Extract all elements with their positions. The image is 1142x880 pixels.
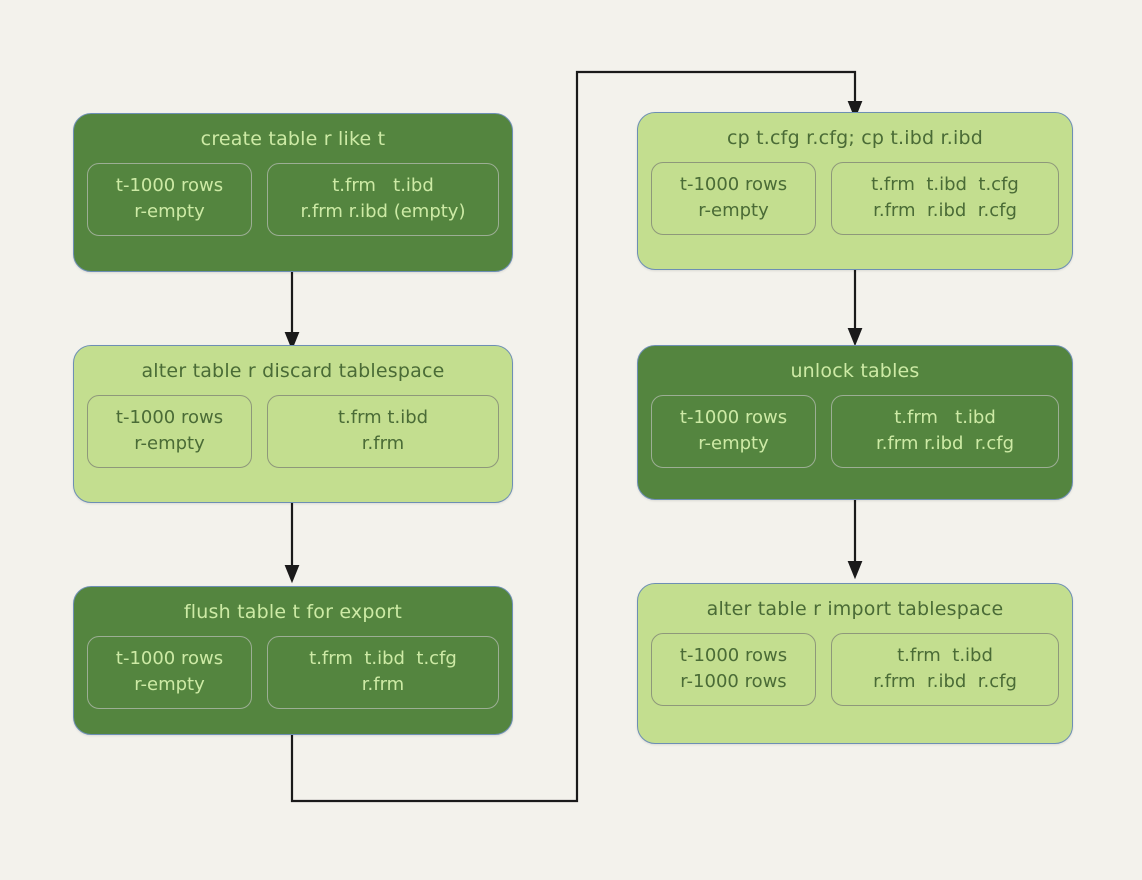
rows-state-box: t-1000 rows r-empty — [87, 636, 252, 710]
node-alter-table-r-discard-tablespace[interactable]: alter table r discard tablespace t-1000 … — [73, 345, 513, 503]
files-line: t.frm t.ibd — [337, 407, 429, 428]
rows-line: r-empty — [698, 433, 769, 455]
files-line: t.frm t.ibd — [897, 645, 993, 666]
rows-state-box: t-1000 rows r-empty — [651, 162, 816, 236]
rows-state-box: t-1000 rows r-empty — [87, 395, 252, 469]
rows-line: t-1000 rows — [679, 174, 788, 195]
node-title: create table r like t — [200, 128, 386, 150]
rows-line: r-empty — [134, 674, 205, 696]
node-cp-cfg-ibd[interactable]: cp t.cfg r.cfg; cp t.ibd r.ibd t-1000 ro… — [637, 112, 1073, 270]
node-state-slots: t-1000 rows r-empty t.frm t.ibd t.cfg r.… — [638, 162, 1072, 236]
rows-line: t-1000 rows — [679, 407, 788, 428]
files-line: t.frm t.ibd — [332, 175, 434, 196]
files-line: t.frm t.ibd — [894, 407, 996, 428]
files-line: r.frm — [361, 433, 405, 455]
node-state-slots: t-1000 rows r-empty t.frm t.ibd t.cfg r.… — [74, 636, 512, 710]
rows-line: r-empty — [134, 201, 205, 223]
node-title: alter table r import tablespace — [706, 598, 1004, 620]
files-state-box: t.frm t.ibd r.frm r.ibd r.cfg — [831, 633, 1059, 707]
rows-line: t-1000 rows — [115, 648, 224, 669]
node-title: unlock tables — [790, 360, 920, 382]
rows-line: t-1000 rows — [115, 407, 224, 428]
rows-line: t-1000 rows — [115, 175, 224, 196]
node-title: flush table t for export — [183, 601, 403, 623]
files-state-box: t.frm t.ibd r.frm — [267, 395, 499, 469]
files-line: r.frm r.ibd r.cfg — [873, 200, 1017, 222]
rows-line: r-empty — [698, 200, 769, 222]
rows-state-box: t-1000 rows r-1000 rows — [651, 633, 816, 707]
node-flush-table-t-for-export[interactable]: flush table t for export t-1000 rows r-e… — [73, 586, 513, 735]
rows-state-box: t-1000 rows r-empty — [87, 163, 252, 237]
files-state-box: t.frm t.ibd t.cfg r.frm — [267, 636, 499, 710]
rows-state-box: t-1000 rows r-empty — [651, 395, 816, 469]
node-create-table-r-like-t[interactable]: create table r like t t-1000 rows r-empt… — [73, 113, 513, 272]
files-line: r.frm r.ibd r.cfg — [873, 671, 1017, 693]
files-state-box: t.frm t.ibd r.frm r.ibd (empty) — [267, 163, 499, 237]
files-line: r.frm r.ibd r.cfg — [875, 433, 1015, 455]
files-state-box: t.frm t.ibd t.cfg r.frm r.ibd r.cfg — [831, 162, 1059, 236]
files-line: t.frm t.ibd t.cfg — [871, 174, 1019, 195]
node-state-slots: t-1000 rows r-1000 rows t.frm t.ibd r.fr… — [638, 633, 1072, 707]
node-state-slots: t-1000 rows r-empty t.frm t.ibd r.frm — [74, 395, 512, 469]
rows-line: t-1000 rows — [679, 645, 788, 666]
node-state-slots: t-1000 rows r-empty t.frm t.ibd r.frm r.… — [74, 163, 512, 237]
files-state-box: t.frm t.ibd r.frm r.ibd r.cfg — [831, 395, 1059, 469]
rows-line: r-empty — [134, 433, 205, 455]
node-title: cp t.cfg r.cfg; cp t.ibd r.ibd — [727, 127, 983, 149]
node-title: alter table r discard tablespace — [141, 360, 445, 382]
node-state-slots: t-1000 rows r-empty t.frm t.ibd r.frm r.… — [638, 395, 1072, 469]
rows-line: r-1000 rows — [680, 671, 787, 693]
node-unlock-tables[interactable]: unlock tables t-1000 rows r-empty t.frm … — [637, 345, 1073, 500]
files-line: t.frm t.ibd t.cfg — [309, 648, 457, 669]
node-alter-table-r-import-tablespace[interactable]: alter table r import tablespace t-1000 r… — [637, 583, 1073, 744]
files-line: r.frm r.ibd (empty) — [300, 201, 466, 223]
files-line: r.frm — [361, 674, 405, 696]
